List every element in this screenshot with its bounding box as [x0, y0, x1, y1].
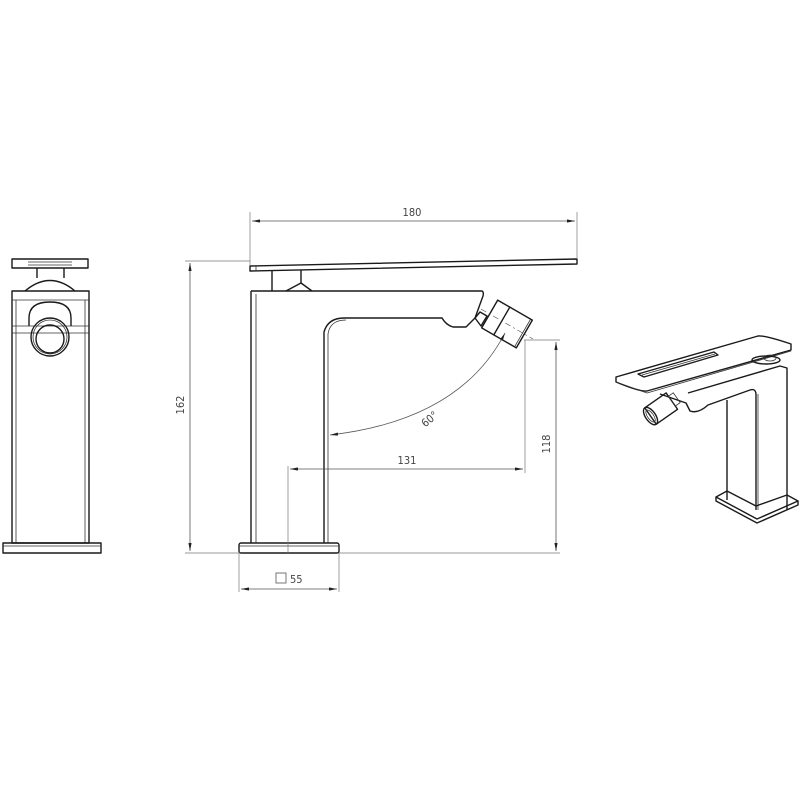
- isometric-view: [615, 335, 799, 524]
- nozzle-front: [30, 317, 70, 357]
- front-view: [238, 258, 578, 554]
- iso-lever-plate: [615, 335, 792, 392]
- dim-base-label: 55: [290, 573, 303, 586]
- front-base-plate: [238, 542, 340, 554]
- base-plate: [2, 542, 102, 554]
- dimensions: 180 162 118 131 55 60°: [174, 206, 578, 592]
- side-view: [2, 258, 102, 554]
- iso-spout-body: [659, 388, 757, 510]
- iso-nozzle: [642, 392, 681, 426]
- square-symbol-icon: [275, 572, 287, 584]
- spout-body: [251, 290, 485, 543]
- dim-height-label: 162: [174, 396, 187, 415]
- dim-length-label: 180: [403, 206, 422, 219]
- dim-spout-height-label: 118: [540, 435, 553, 454]
- dim-angle-label: 60°: [419, 409, 441, 430]
- body: [11, 290, 90, 544]
- dim-reach-label: 131: [398, 454, 417, 467]
- handle-plate: [11, 258, 89, 269]
- iso-base-plate: [715, 490, 799, 520]
- lever-plate: [249, 258, 578, 272]
- spray-nozzle: [480, 299, 534, 349]
